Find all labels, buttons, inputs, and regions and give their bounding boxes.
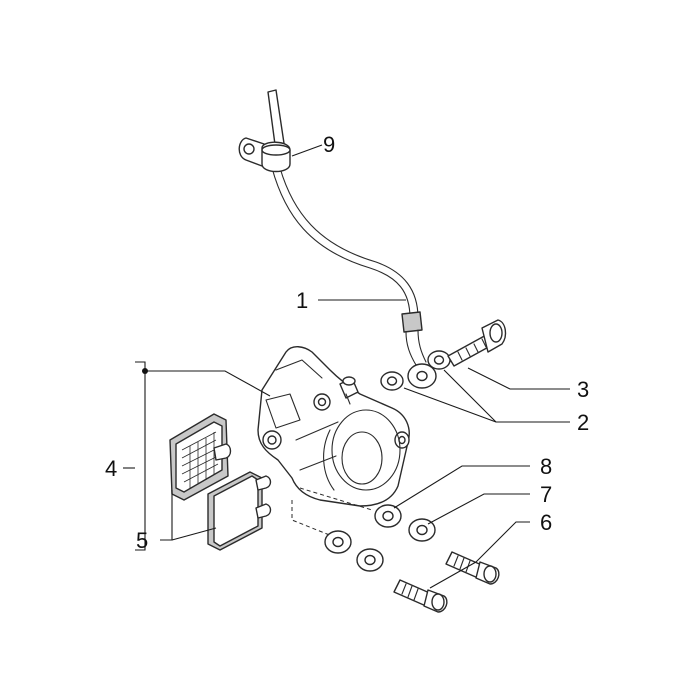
callout-6: 6 [540, 510, 552, 535]
brake-pad-lower [207, 471, 272, 551]
callout-5: 5 [136, 528, 148, 553]
callout-4-dot [142, 368, 148, 374]
caliper-screw-right [445, 551, 500, 585]
callout-3: 3 [577, 377, 589, 402]
callout-2: 2 [577, 410, 589, 435]
brake-pad-upper [169, 413, 232, 501]
washers-caliper [324, 504, 436, 572]
brake-hose [267, 89, 437, 389]
callout-7: 7 [540, 482, 552, 507]
brake-caliper [257, 346, 410, 507]
hose-clip [238, 137, 291, 173]
callout-1: 1 [296, 288, 308, 313]
callout-4: 4 [105, 456, 117, 481]
callout-9: 9 [323, 132, 335, 157]
alignment-lines [291, 487, 373, 537]
caliper-screw-left [393, 579, 448, 613]
callout-8: 8 [540, 454, 552, 479]
leader-lines [123, 144, 570, 589]
banjo-bolt [447, 319, 507, 367]
